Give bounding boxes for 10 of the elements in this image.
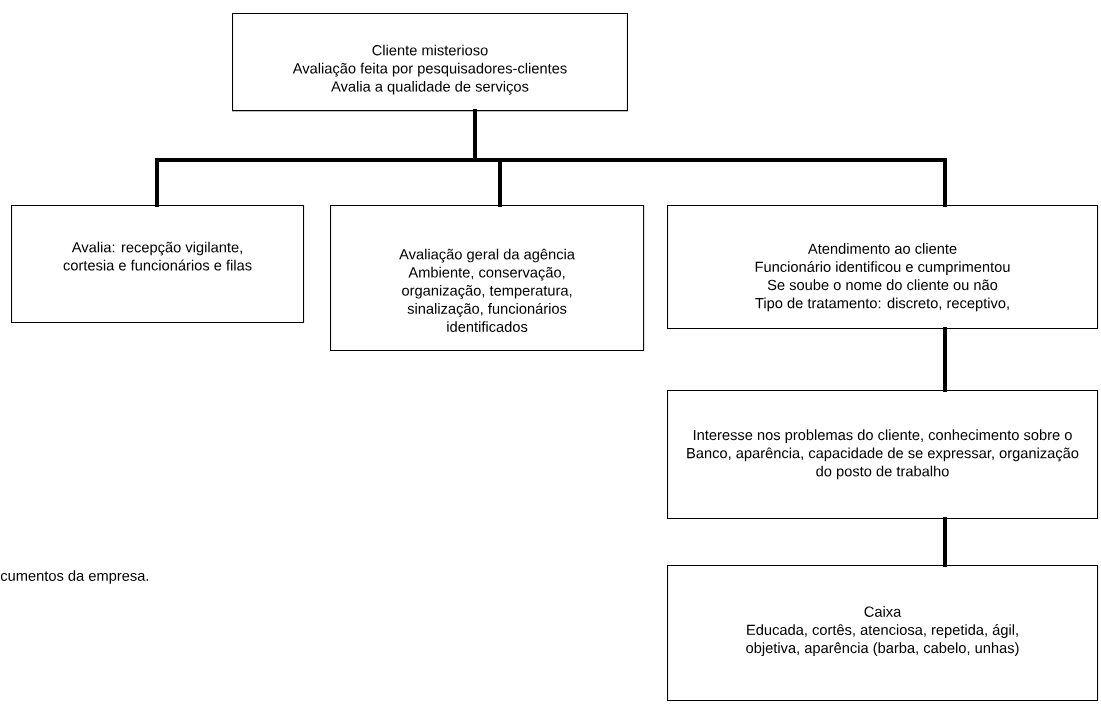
- box: Atendimento ao cliente Funcionário identificou e cumprimentou Se soube o nome do cliente ou não Tipo de tratamento: discreto, receptivo,: [667, 205, 1099, 329]
- box: Cliente misterioso Avaliação feita por pesquisadores-clientes Avalia a qualidade de serviços: [232, 13, 628, 112]
- box: Caixa Educada, cortês, atenciosa, repetida, ágil, objetiva, aparência (barba, cabelo, unhas): [667, 565, 1099, 701]
- connector-line: [943, 327, 947, 392]
- box: Avalia: recepção vigilante, cortesia e funcionários e filas: [11, 205, 305, 324]
- box: Avaliação geral da agência Ambiente, conservação, organização, temperatura, sinalização, funcionários identificados: [330, 205, 645, 352]
- connector-line: [943, 517, 947, 567]
- connector-line: [473, 109, 947, 207]
- box: Interesse nos problemas do cliente, conhecimento sobre o Banco, aparência, capacidade de se expressar, organização do posto de trabalho: [667, 390, 1099, 520]
- note-text: cumentos da empresa.: [0, 570, 149, 584]
